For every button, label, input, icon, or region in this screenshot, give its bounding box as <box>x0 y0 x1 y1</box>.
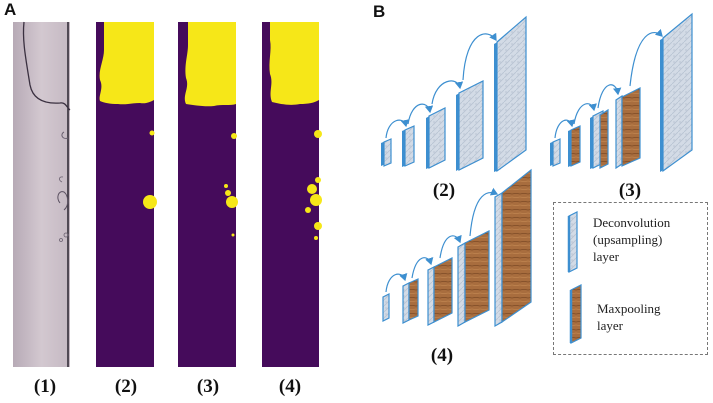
deconv-layer <box>550 138 561 167</box>
maxpool-layer <box>621 87 641 167</box>
mask-image-2 <box>96 22 157 367</box>
image-label-4: (4) <box>278 376 302 397</box>
connection-arrow <box>469 187 499 237</box>
connection-arrow <box>573 103 597 125</box>
deconv-layer <box>615 94 623 170</box>
deconv-layer <box>456 80 484 171</box>
network-label-3: (3) <box>618 180 642 201</box>
panel-b-letter: B <box>373 2 386 21</box>
connection-arrow <box>407 103 434 125</box>
connection-arrow <box>385 273 408 293</box>
image-label-2: (2) <box>114 376 138 397</box>
connection-arrow <box>431 80 464 105</box>
connection-arrow <box>462 32 497 81</box>
connection-arrow <box>629 28 663 87</box>
maxpool-layer <box>464 230 490 323</box>
connection-arrow <box>439 234 462 259</box>
connection-arrow <box>554 119 575 139</box>
deconv-layer <box>382 293 390 322</box>
deconv-layer <box>457 241 466 328</box>
legend-maxpool-label: Maxpooling layer <box>597 301 661 333</box>
deconv-layer <box>494 191 503 328</box>
network-3 <box>550 12 693 173</box>
panel-a-letter: A <box>4 0 17 19</box>
deconv-layer <box>426 107 446 169</box>
connection-arrow <box>411 257 434 279</box>
deconv-layer <box>402 282 410 324</box>
network-label-4: (4) <box>430 345 454 366</box>
network-2 <box>381 15 527 173</box>
deconv-layer <box>660 12 693 173</box>
mask-image-4 <box>262 22 322 367</box>
maxpool-layer <box>568 125 581 167</box>
legend-box <box>553 202 708 355</box>
mask-image-3 <box>178 22 238 367</box>
legend-deconv-label: Deconvolution (upsampling) layer <box>593 215 671 264</box>
deconv-layer <box>427 266 435 326</box>
network-label-2: (2) <box>432 180 456 201</box>
deconv-layer <box>494 15 527 173</box>
image-label-1: (1) <box>33 376 57 397</box>
maxpool-layer <box>501 168 532 324</box>
deconv-layer <box>381 138 392 167</box>
connection-arrow <box>385 119 409 139</box>
deconv-layer <box>402 125 415 167</box>
image-label-3: (3) <box>196 376 220 397</box>
maxpool-layer <box>408 278 419 321</box>
maxpool-layer <box>599 108 609 169</box>
maxpool-layer <box>433 257 453 323</box>
connection-arrow <box>597 84 622 109</box>
deconv-layer <box>590 110 604 169</box>
image-1 <box>13 21 71 367</box>
